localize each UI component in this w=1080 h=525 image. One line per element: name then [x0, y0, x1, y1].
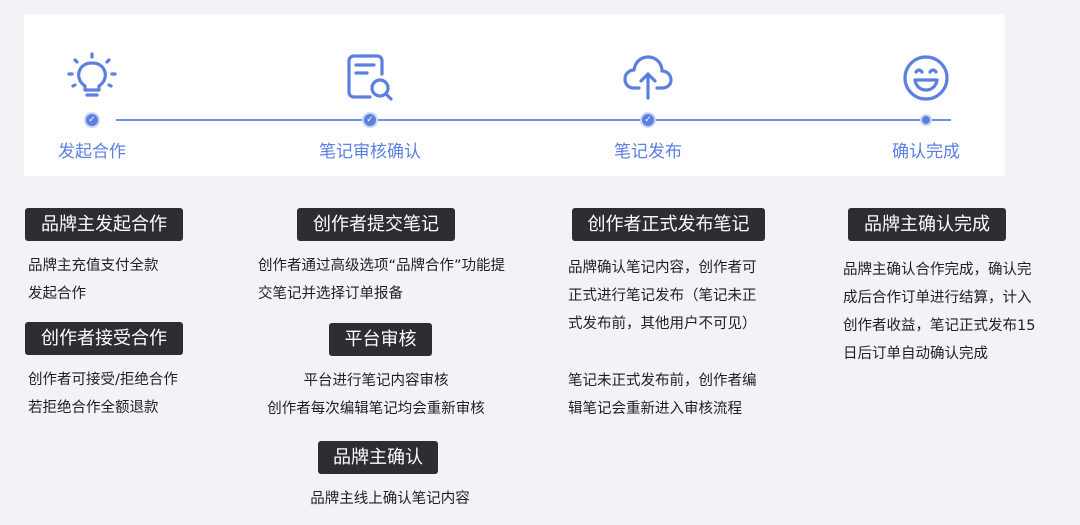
section-title: 平台审核: [329, 323, 432, 356]
section-title: 创作者提交笔记: [297, 208, 455, 241]
section-description: 品牌确认笔记内容，创作者可 正式进行笔记发布（笔记未正 式发布前，其他用户不可见…: [568, 260, 757, 332]
step-label: 笔记审核确认: [319, 142, 421, 162]
document-search-icon: [347, 54, 393, 101]
smiley-face-icon: [903, 55, 949, 101]
step-node-complete: ✓: [84, 112, 100, 128]
section-description: 创作者通过高级选项“品牌合作”功能提 交笔记并选择订单报备: [258, 258, 506, 302]
section-description: 品牌主确认合作完成，确认完 成后合作订单进行结算，计入 创作者收益，笔记正式发布…: [843, 262, 1036, 362]
step-label: 确认完成: [892, 142, 960, 162]
section-description: 品牌主线上确认笔记内容: [310, 491, 470, 507]
step-label: 笔记发布: [614, 142, 682, 162]
section-title: 创作者正式发布笔记: [572, 208, 765, 241]
section-title: 品牌主发起合作: [25, 208, 183, 241]
section-title: 品牌主确认完成: [848, 208, 1006, 241]
progress-track: [116, 119, 951, 121]
section-description: 笔记未正式发布前，创作者编 辑笔记会重新进入审核流程: [568, 373, 757, 417]
step-node-complete: ✓: [362, 112, 378, 128]
cloud-upload-icon: [623, 55, 673, 100]
section-description: 平台进行笔记内容审核 创作者每次编辑笔记均会重新审核: [267, 373, 485, 417]
section-description: 创作者可接受/拒绝合作 若拒绝合作全额退款: [28, 372, 178, 416]
lightbulb-icon: [67, 52, 117, 97]
section-description: 品牌主充值支付全款 发起合作: [28, 258, 159, 302]
section-title: 创作者接受合作: [25, 322, 183, 355]
step-label: 发起合作: [58, 142, 126, 162]
step-node-complete: ✓: [640, 112, 656, 128]
section-title: 品牌主确认: [318, 441, 438, 474]
progress-panel: ✓ ✓ ✓ 发起合作 笔记审核确认 笔记发布 确认完成: [24, 14, 1005, 176]
step-node-current: [920, 114, 932, 126]
